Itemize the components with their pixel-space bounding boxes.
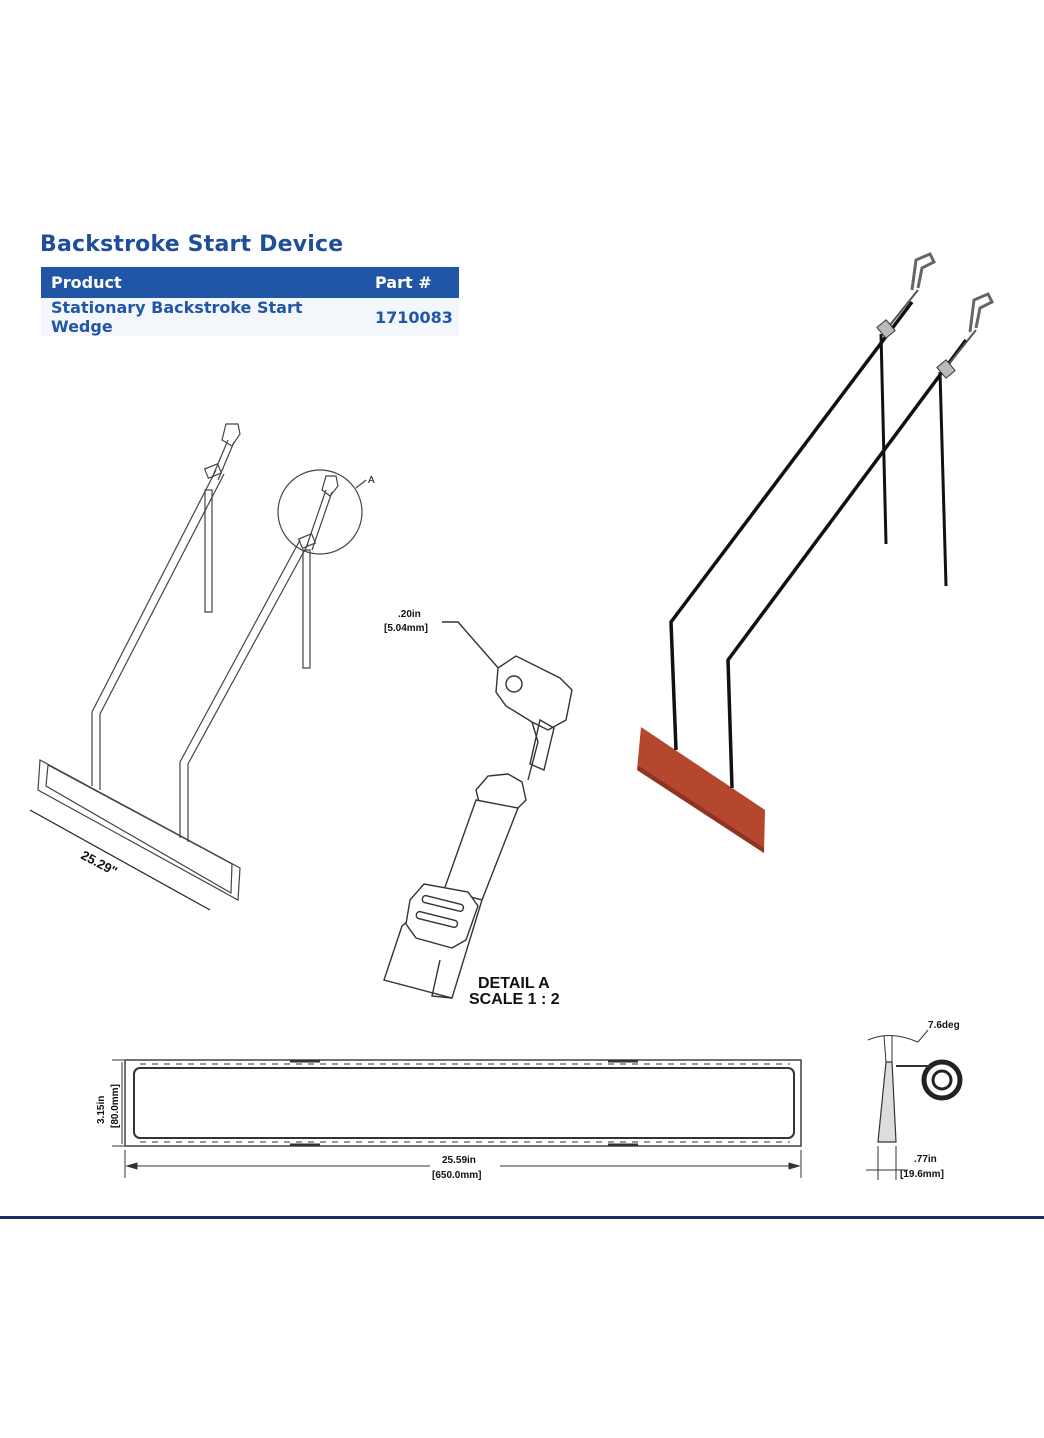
iso-view <box>29 423 367 911</box>
table-header-row: Product Part # <box>41 267 459 298</box>
wedge-board <box>637 727 765 853</box>
strap-width-mm-label: [5.04mm] <box>384 623 428 634</box>
front-view <box>112 1059 802 1178</box>
thickness-mm-label: [19.6mm] <box>900 1169 944 1180</box>
detail-scale: SCALE 1 : 2 <box>469 991 560 1008</box>
detail-title: DETAIL A <box>478 975 550 992</box>
height-in-label: 3.15in <box>96 1096 107 1124</box>
iso-width-label: 25.29" <box>79 847 120 878</box>
thickness-in-label: .77in <box>914 1154 937 1165</box>
product-render <box>637 252 995 853</box>
side-view <box>866 1029 963 1180</box>
length-mm-label: [650.0mm] <box>432 1170 481 1181</box>
header-part-number: Part # <box>365 267 459 298</box>
parts-table: Product Part # Stationary Backstroke Sta… <box>41 267 459 336</box>
table-row: Stationary Backstroke Start Wedge 171008… <box>41 298 459 336</box>
footer-rule <box>0 1216 1044 1219</box>
cell-part-number: 1710083 <box>365 298 459 336</box>
angle-label: 7.6deg <box>928 1020 960 1031</box>
height-mm-label: [80.0mm] <box>110 1084 121 1128</box>
header-product: Product <box>41 267 365 298</box>
cell-product-name: Stationary Backstroke Start Wedge <box>41 298 365 336</box>
strap-width-in-label: .20in <box>398 609 421 620</box>
length-in-label: 25.59in <box>442 1155 476 1166</box>
detail-a-view <box>383 621 573 999</box>
detail-callout-label: A <box>368 475 375 486</box>
page-title: Backstroke Start Device <box>40 232 344 257</box>
